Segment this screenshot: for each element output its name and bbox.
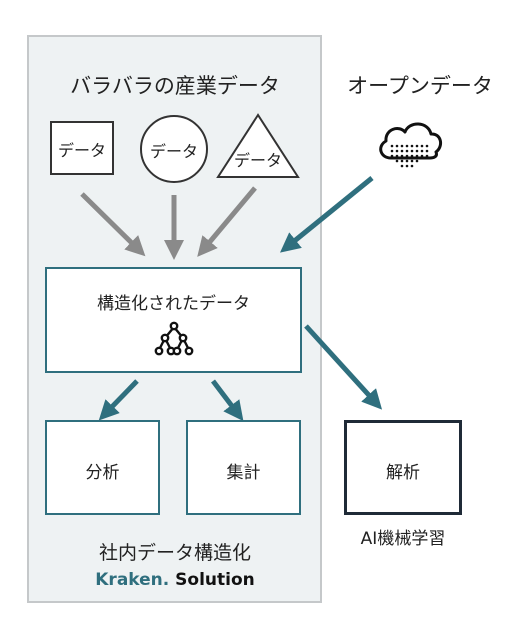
open-data-title: オープンデータ [347,74,493,98]
brand-name: Kraken. [95,570,170,590]
arrow-structured-to-interpretation [304,324,383,410]
footer-title: 社内データ構造化 [98,542,252,564]
structured-data-label: 構造化されたデータ [97,294,250,314]
data-triangle-label: データ [233,151,283,170]
data-circle-label: データ [149,142,198,161]
data-square-shape: データ [50,121,114,175]
arrow-triangle-to-structured [197,186,257,257]
structured-data-box: 構造化されたデータ [45,267,302,373]
data-square-label: データ [57,141,106,160]
arrow-structured-to-aggregation [211,379,244,422]
tree-network-icon [154,321,194,356]
analysis-label: 分析 [85,463,120,483]
brand-suffix: Solution [175,570,255,590]
scattered-data-title: バラバラの産業データ [70,74,280,98]
cloud-data-icon [379,122,443,168]
interpretation-box: 解析 [344,420,462,515]
interpretation-label: 解析 [386,463,420,483]
ml-caption: AI機械学習 [360,529,446,549]
aggregation-box: 集計 [186,420,301,515]
analysis-box: 分析 [45,420,160,515]
data-triangle-shape [216,113,300,178]
brand-logo: Kraken. Solution [95,570,254,590]
data-circle-shape: データ [140,115,208,183]
arrow-square-to-structured [80,192,146,257]
arrow-open-data-to-structured [280,176,374,253]
arrow-structured-to-analysis [98,379,139,421]
aggregation-label: 集計 [226,463,261,483]
